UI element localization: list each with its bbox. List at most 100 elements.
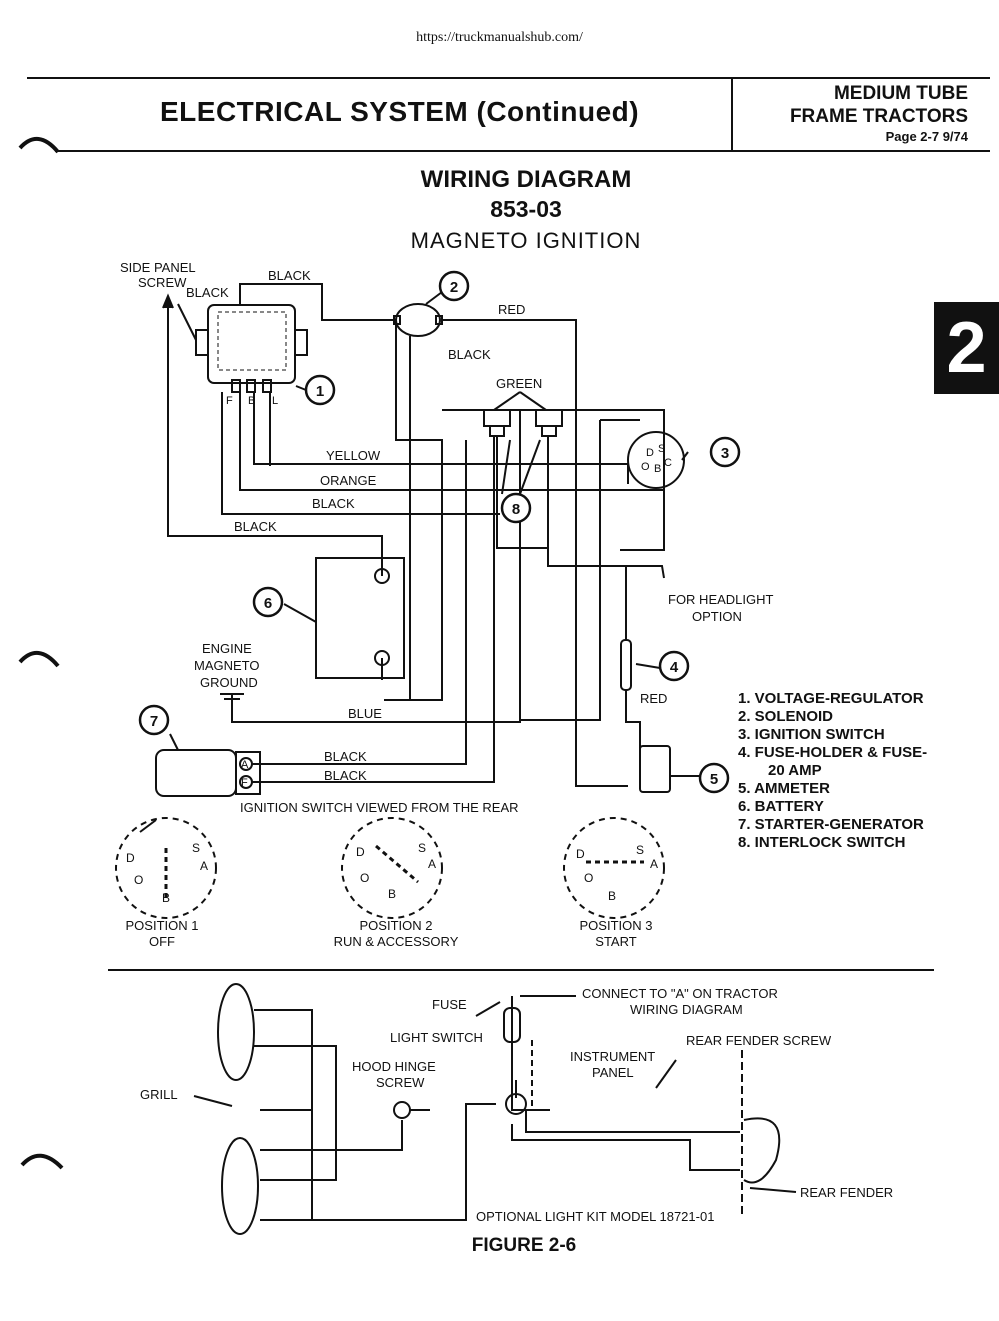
light-switch-label: LIGHT SWITCH xyxy=(390,1030,483,1045)
diagram-title: WIRING DIAGRAM xyxy=(420,166,632,193)
wire-label-red: RED xyxy=(498,302,525,317)
legend-item: 6. BATTERY xyxy=(738,798,824,815)
magneto-ground-label: MAGNETO xyxy=(194,658,260,673)
callout-6: 6 xyxy=(264,595,272,612)
diagram-subtitle: MAGNETO IGNITION xyxy=(410,228,642,253)
header-right-block: MEDIUM TUBE FRAME TRACTORS Page 2-7 9/74 xyxy=(740,82,968,146)
legend-item: 7. STARTER-GENERATOR xyxy=(738,816,924,833)
position-3-dial xyxy=(563,817,665,919)
callout-4: 4 xyxy=(670,659,679,676)
dial-letter: A xyxy=(650,857,658,871)
ammeter xyxy=(639,745,671,793)
position-1-label: POSITION 1 xyxy=(126,918,199,933)
callout-3: 3 xyxy=(721,445,729,462)
side-panel-screw-label: SIDE PANEL xyxy=(120,260,196,275)
position-3-state: START xyxy=(595,934,636,949)
legend-item: 5. AMMETER xyxy=(738,780,830,797)
position-2-state: RUN & ACCESSORY xyxy=(334,934,459,949)
header-rule-top xyxy=(27,77,990,79)
wire-label-yellow: YELLOW xyxy=(326,448,381,463)
section-title: ELECTRICAL SYSTEM (Continued) xyxy=(160,96,640,127)
diagram-model: 853-03 xyxy=(490,196,562,222)
callout-2: 2 xyxy=(450,279,458,296)
fuse-holder xyxy=(620,639,632,691)
dial-letter: B xyxy=(388,887,396,901)
callout-8: 8 xyxy=(512,501,520,518)
fuse xyxy=(503,1007,521,1043)
instrument-panel-label: PANEL xyxy=(592,1065,634,1080)
header-right-line2: FRAME TRACTORS xyxy=(789,106,968,127)
wire-label-green: GREEN xyxy=(496,376,542,391)
dial-letter: B xyxy=(608,889,616,903)
callout-7: 7 xyxy=(150,713,158,730)
legend-item: 1. VOLTAGE-REGULATOR xyxy=(738,690,924,707)
rear-fender-screw-label: REAR FENDER SCREW xyxy=(686,1033,832,1048)
callout-1: 1 xyxy=(316,383,324,400)
dial-letter: S xyxy=(636,843,644,857)
position-2-dial xyxy=(341,817,443,919)
binder-mark xyxy=(20,1153,64,1170)
headlight-front-lower xyxy=(221,1137,259,1235)
connect-label: CONNECT TO "A" ON TRACTOR xyxy=(582,986,778,1001)
hood-hinge-screw-label: SCREW xyxy=(376,1075,425,1090)
dial-letter: S xyxy=(192,841,200,855)
magneto-ground-label: GROUND xyxy=(200,675,258,690)
legend-item: 2. SOLENOID xyxy=(738,708,834,725)
switch-letter-d: D xyxy=(646,447,654,459)
interlock-switch xyxy=(535,409,563,427)
wire-label-blue: BLUE xyxy=(348,706,382,721)
wire-label-black: BLACK xyxy=(268,268,311,283)
component-legend: 1. VOLTAGE-REGULATOR 2. SOLENOID 3. IGNI… xyxy=(738,690,927,852)
callout-5: 5 xyxy=(710,771,718,788)
instrument-panel-label: INSTRUMENT xyxy=(570,1049,655,1064)
ignition-switch xyxy=(627,431,685,489)
header-right-line1: MEDIUM TUBE xyxy=(833,83,968,104)
wire-label-black: BLACK xyxy=(448,347,491,362)
starter-terminal-a: A xyxy=(241,759,249,771)
section-tab: 2 xyxy=(934,302,999,394)
dial-letter: A xyxy=(428,857,436,871)
starter-generator xyxy=(155,749,237,797)
dial-letter: A xyxy=(200,859,208,873)
position-2-label: POSITION 2 xyxy=(360,918,433,933)
wire-label-black: BLACK xyxy=(234,519,277,534)
switch-letter-s: S xyxy=(658,443,665,455)
dial-letter: O xyxy=(360,871,369,885)
header-page-info: Page 2-7 9/74 xyxy=(885,129,968,144)
headlight-option-label: FOR HEADLIGHT xyxy=(668,592,774,607)
position-1-dial xyxy=(115,817,217,919)
dial-letter: O xyxy=(584,871,593,885)
switch-letter-c: C xyxy=(664,457,672,469)
interlock-switch xyxy=(483,409,511,427)
position-3-label: POSITION 3 xyxy=(580,918,653,933)
terminal-f: F xyxy=(226,395,233,407)
terminal-b: B xyxy=(248,395,255,407)
dial-letter: O xyxy=(134,873,143,887)
headlight-front-upper xyxy=(217,983,255,1081)
legend-item: 4. FUSE-HOLDER & FUSE- xyxy=(738,744,928,761)
wire-label-red: RED xyxy=(640,691,667,706)
wire-label-black: BLACK xyxy=(324,749,367,764)
starter-terminal-f: F xyxy=(241,777,248,789)
source-url: https://truckmanualshub.com/ xyxy=(416,30,583,45)
headlight-option-label: OPTION xyxy=(692,609,742,624)
wire-label-black: BLACK xyxy=(324,768,367,783)
hood-hinge-screw-label: HOOD HINGE xyxy=(352,1059,436,1074)
header-rule-bottom xyxy=(55,150,990,152)
ignition-switch-rear-label: IGNITION SWITCH VIEWED FROM THE REAR xyxy=(240,800,519,815)
fuse-label: FUSE xyxy=(432,997,467,1012)
switch-letter-b: B xyxy=(654,463,661,475)
dial-letter: D xyxy=(576,847,585,861)
battery xyxy=(315,557,405,679)
header-divider xyxy=(731,77,733,152)
legend-item: 8. INTERLOCK SWITCH xyxy=(738,834,906,851)
wire-label-black: BLACK xyxy=(312,496,355,511)
magneto-ground-label: ENGINE xyxy=(202,641,252,656)
dial-letter: S xyxy=(418,841,426,855)
voltage-regulator xyxy=(207,304,296,384)
figure-caption: FIGURE 2-6 xyxy=(471,1235,577,1256)
binder-mark xyxy=(18,137,60,154)
optional-kit-label: OPTIONAL LIGHT KIT MODEL 18721-01 xyxy=(476,1209,714,1224)
wire-label-orange: ORANGE xyxy=(320,473,377,488)
dial-letter: B xyxy=(162,891,170,905)
